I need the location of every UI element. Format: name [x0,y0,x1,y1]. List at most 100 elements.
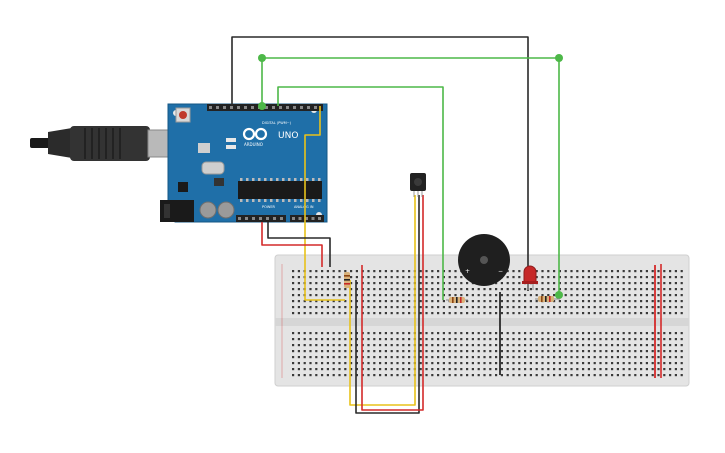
breadboard-hole[interactable] [587,356,590,359]
breadboard-hole[interactable] [680,288,683,291]
breadboard-hole[interactable] [576,294,579,297]
breadboard-hole[interactable] [547,276,550,279]
wire-junction-dot[interactable] [555,291,563,299]
breadboard-hole[interactable] [379,362,382,365]
header-pin[interactable] [244,106,247,109]
breadboard-hole[interactable] [402,306,405,309]
breadboard-hole[interactable] [564,362,567,365]
breadboard-hole[interactable] [622,356,625,359]
breadboard-hole[interactable] [599,338,602,341]
breadboard-hole[interactable] [477,374,480,377]
breadboard-hole[interactable] [460,288,463,291]
wire-junction-dot[interactable] [555,54,563,62]
breadboard-hole[interactable] [593,282,596,285]
breadboard-hole[interactable] [454,294,457,297]
breadboard-hole[interactable] [645,368,648,371]
breadboard-hole[interactable] [605,312,608,315]
breadboard-hole[interactable] [321,312,324,315]
breadboard-hole[interactable] [564,288,567,291]
breadboard-hole[interactable] [512,300,515,303]
breadboard-hole[interactable] [593,344,596,347]
breadboard-hole[interactable] [309,276,312,279]
wire-green-buzzer[interactable] [277,86,444,300]
breadboard-hole[interactable] [355,312,358,315]
breadboard-hole[interactable] [384,312,387,315]
breadboard-hole[interactable] [408,374,411,377]
breadboard-hole[interactable] [605,368,608,371]
breadboard-hole[interactable] [657,276,660,279]
breadboard-hole[interactable] [570,332,573,335]
breadboard-hole[interactable] [431,300,434,303]
breadboard-hole[interactable] [651,276,654,279]
breadboard-hole[interactable] [524,356,527,359]
breadboard-hole[interactable] [442,344,445,347]
breadboard-hole[interactable] [524,306,527,309]
breadboard-hole[interactable] [297,338,300,341]
breadboard-hole[interactable] [512,344,515,347]
breadboard-hole[interactable] [471,312,474,315]
breadboard-hole[interactable] [460,362,463,365]
breadboard-hole[interactable] [454,288,457,291]
breadboard-hole[interactable] [576,306,579,309]
breadboard-hole[interactable] [553,332,556,335]
breadboard-hole[interactable] [326,300,329,303]
breadboard-hole[interactable] [402,282,405,285]
breadboard-hole[interactable] [326,294,329,297]
breadboard-hole[interactable] [599,276,602,279]
breadboard-hole[interactable] [587,276,590,279]
breadboard-hole[interactable] [326,332,329,335]
breadboard-hole[interactable] [350,276,353,279]
breadboard-hole[interactable] [616,332,619,335]
breadboard-hole[interactable] [535,306,538,309]
breadboard-hole[interactable] [611,350,614,353]
breadboard-hole[interactable] [408,362,411,365]
breadboard-hole[interactable] [558,356,561,359]
breadboard-hole[interactable] [483,288,486,291]
breadboard-hole[interactable] [622,282,625,285]
breadboard-hole[interactable] [564,344,567,347]
breadboard-hole[interactable] [408,356,411,359]
breadboard-hole[interactable] [454,356,457,359]
header-pin[interactable] [311,217,315,220]
breadboard-hole[interactable] [355,300,358,303]
breadboard-hole[interactable] [547,282,550,285]
breadboard-hole[interactable] [390,270,393,273]
breadboard-hole[interactable] [599,374,602,377]
breadboard-hole[interactable] [315,356,318,359]
ir-receiver[interactable] [410,173,426,197]
breadboard-hole[interactable] [663,288,666,291]
breadboard-hole[interactable] [344,332,347,335]
breadboard-hole[interactable] [297,368,300,371]
breadboard-hole[interactable] [535,276,538,279]
breadboard-hole[interactable] [355,270,358,273]
breadboard-hole[interactable] [645,294,648,297]
breadboard-hole[interactable] [587,362,590,365]
breadboard-hole[interactable] [634,356,637,359]
breadboard-hole[interactable] [350,282,353,285]
breadboard-hole[interactable] [466,374,469,377]
breadboard-hole[interactable] [541,270,544,273]
breadboard-hole[interactable] [616,344,619,347]
breadboard-hole[interactable] [489,362,492,365]
breadboard-hole[interactable] [373,374,376,377]
breadboard-hole[interactable] [448,344,451,347]
breadboard-hole[interactable] [483,294,486,297]
breadboard-hole[interactable] [344,356,347,359]
breadboard-hole[interactable] [384,356,387,359]
breadboard-hole[interactable] [605,332,608,335]
breadboard-hole[interactable] [292,344,295,347]
breadboard-hole[interactable] [425,294,428,297]
breadboard-hole[interactable] [442,306,445,309]
breadboard-hole[interactable] [640,306,643,309]
breadboard-hole[interactable] [309,362,312,365]
breadboard-hole[interactable] [506,312,509,315]
breadboard-hole[interactable] [454,374,457,377]
breadboard-hole[interactable] [442,300,445,303]
breadboard-hole[interactable] [326,362,329,365]
header-pin[interactable] [209,106,212,109]
breadboard-hole[interactable] [645,344,648,347]
breadboard-hole[interactable] [622,362,625,365]
breadboard-hole[interactable] [605,350,608,353]
breadboard-hole[interactable] [512,356,515,359]
breadboard-hole[interactable] [448,306,451,309]
